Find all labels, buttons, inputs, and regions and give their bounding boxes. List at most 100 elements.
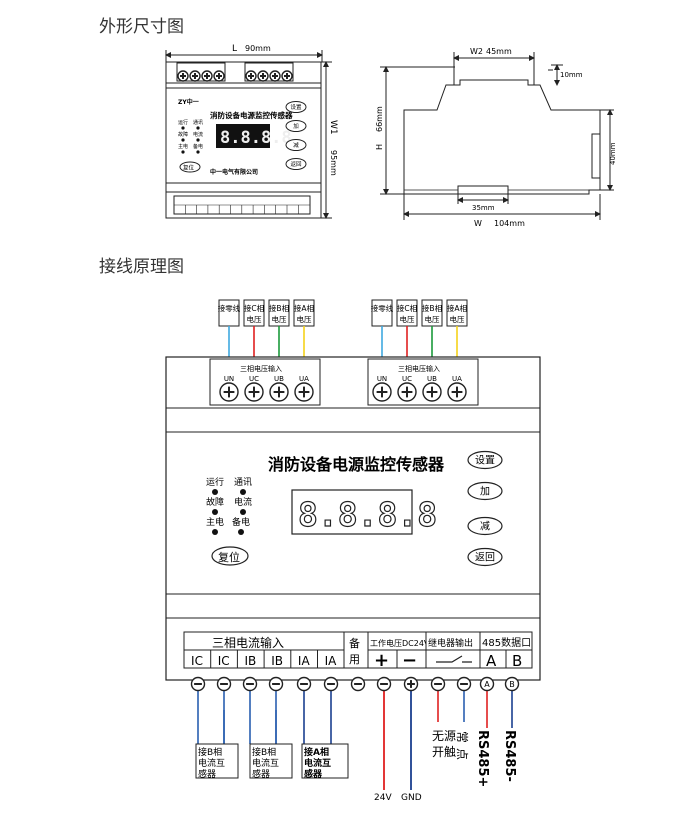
current-terminal-0: IC: [191, 654, 203, 668]
dim-35mm: 35mm: [472, 204, 495, 212]
right-terminal-label-3: UA: [452, 375, 462, 383]
small-button-label-1: 加: [293, 122, 299, 130]
label-gnd: GND: [401, 793, 422, 803]
led-dot-0: [212, 489, 218, 495]
dim-W1-value: 95mm: [329, 150, 338, 176]
rs485-label: 485数据口: [482, 636, 531, 649]
small-button-0: [285, 101, 307, 113]
small-led-dot-4: [181, 150, 185, 154]
bottom-screw-0: [190, 676, 206, 692]
device-button-label-2: 减: [480, 521, 490, 533]
left-wire-text-3-1: 电压: [297, 314, 312, 324]
dim-10mm: 10mm: [560, 71, 583, 79]
rs485-minus: RS485-: [502, 730, 517, 782]
right-terminal-screw-2: [422, 382, 442, 402]
left-terminal-screw-0: [219, 382, 239, 402]
right-wire-text-3-0: 接A相: [447, 303, 467, 313]
right-wire-text-2-0: 接B相: [422, 303, 442, 313]
device-title: 消防设备电源监控传感器: [268, 455, 445, 474]
led-label-0: 运行: [206, 476, 224, 488]
right-terminal-label-2: UB: [427, 375, 437, 383]
small-button-label-0: 设置: [290, 103, 302, 111]
led-dot-1: [240, 489, 246, 495]
bottom-screw-12: B: [504, 676, 520, 692]
power-plus: +: [374, 650, 389, 671]
ct-label-3a: 接A相: [304, 746, 329, 758]
led-dot-4: [212, 529, 218, 535]
small-led-dot-3: [196, 138, 200, 142]
led-dot-3: [240, 509, 246, 515]
bottom-screw-ring-12: [504, 676, 520, 692]
ct-label-1b: 电流互: [198, 757, 225, 769]
dim-H-value: 66mm: [375, 106, 384, 132]
right-wire-text-0-0: 接零线: [371, 303, 394, 313]
led-label-5: 备电: [232, 516, 250, 528]
bottom-screw-11: A: [479, 676, 495, 692]
power-label: 工作电压DC24V: [370, 638, 430, 648]
ct-label-2c: 感器: [252, 768, 270, 780]
bottom-screw-10: [456, 676, 472, 692]
wiring-diagram: 接零线接C相电压接B相电压接A相电压 接零线接C相电压接B相电压接A相电压 三相…: [165, 299, 541, 803]
small-top-screw-1: [189, 70, 201, 82]
relay-label: 继电器输出: [428, 637, 473, 649]
wiring-title: 接线原理图: [99, 257, 184, 277]
ct-label-3b: 电流互: [304, 757, 331, 769]
small-company: 中一电气有限公司: [210, 168, 258, 176]
spare-label-1: 备: [349, 636, 360, 650]
left-terminal-label-1: UC: [249, 375, 259, 383]
small-title: 消防设备电源监控传感器: [210, 110, 293, 120]
relay-note-4: 点: [455, 748, 469, 760]
bottom-screw-7: [376, 676, 392, 692]
left-terminal-screw-3: [294, 382, 314, 402]
device-button-1: [467, 481, 503, 501]
ct-label-1c: 感器: [198, 768, 216, 780]
left-terminal-screw-1: [244, 382, 264, 402]
dim-W-value: 104mm: [494, 219, 525, 228]
small-top-screw-4: [245, 70, 257, 82]
small-button-label-3: 返回: [290, 161, 302, 168]
dim-40mm: 40mm: [609, 142, 617, 165]
right-terminal-screw-1: [397, 382, 417, 402]
current-group-label: 三相电流输入: [212, 635, 284, 650]
voltage-group-label-left: 三相电压输入: [240, 364, 282, 373]
small-led-label-4: 主电: [178, 143, 188, 150]
small-top-screw-0: [177, 70, 189, 82]
device-button-label-0: 设置: [475, 455, 495, 467]
bottom-screw-4: [296, 676, 312, 692]
ct-label-1a: 接B相: [198, 746, 222, 758]
relay-note-3: 常: [455, 731, 469, 743]
right-wire-text-1-0: 接C相: [397, 303, 417, 313]
relay-note-1: 无源: [432, 729, 456, 743]
small-reset: 复位: [183, 164, 195, 172]
small-button-3: [285, 158, 307, 170]
dim-L-value: 90mm: [245, 44, 271, 53]
reset-button-label: 复位: [218, 550, 240, 564]
right-terminal-screw-0: [372, 382, 392, 402]
small-led-dot-5: [196, 150, 200, 154]
small-button-1: [285, 120, 307, 132]
right-terminal-label-1: UC: [402, 375, 412, 383]
small-top-screw-7: [281, 70, 293, 82]
dim-H-label: H: [375, 144, 384, 150]
label-24v: 24V: [374, 793, 392, 803]
bottom-screw-2: [242, 676, 258, 692]
left-wire-text-3-0: 接A相: [294, 303, 314, 313]
dim-W1-label: W1: [328, 120, 338, 135]
left-wire-text-1-0: 接C相: [244, 303, 264, 313]
device-button-label-1: 加: [480, 486, 490, 498]
small-led-label-0: 运行: [178, 119, 188, 126]
rs485-terminal-A: A: [486, 652, 497, 670]
right-wire-text-3-1: 电压: [450, 314, 465, 324]
ct-label-2b: 电流互: [252, 757, 279, 769]
current-terminal-1: IC: [218, 654, 230, 668]
left-terminal-label-2: UB: [274, 375, 284, 383]
bottom-screw-9: [430, 676, 446, 692]
device-display: 8.8.8.8: [298, 495, 437, 534]
right-terminal-screw-3: [447, 382, 467, 402]
left-wire-text-2-0: 接B相: [269, 303, 289, 313]
small-display: 8.8.8.8: [220, 128, 292, 148]
device-button-label-3: 返回: [475, 552, 495, 564]
bottom-screw-ring-11: [479, 676, 495, 692]
current-terminal-4: IA: [298, 654, 311, 668]
right-wire-text-2-1: 电压: [425, 314, 440, 324]
